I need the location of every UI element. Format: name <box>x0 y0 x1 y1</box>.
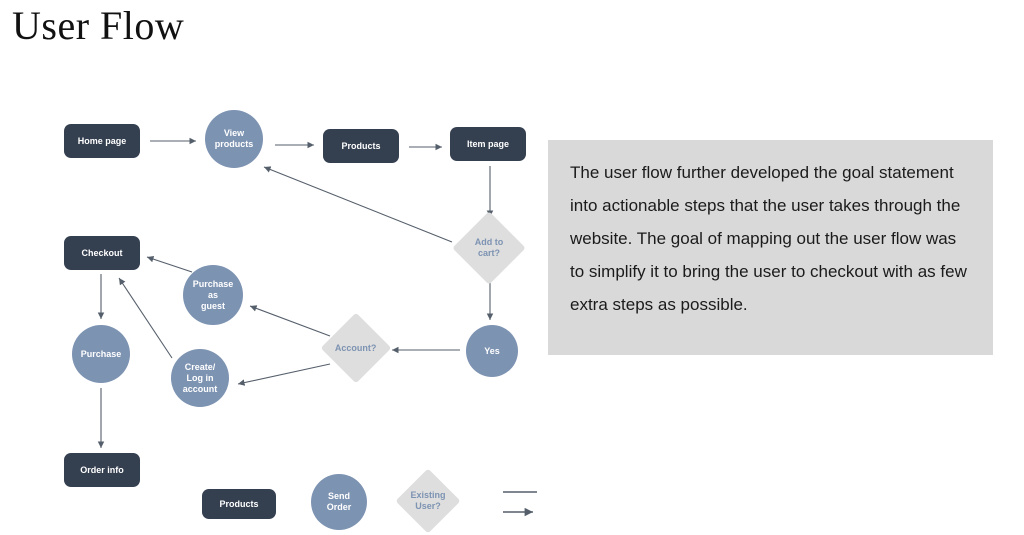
node-yes-label: Yes <box>484 345 500 356</box>
node-products-label: Products <box>341 140 381 151</box>
legend-node-send-order-label: Send Order <box>326 491 352 512</box>
node-account-label: Account? <box>335 342 377 353</box>
node-purchase[interactable]: Purchase <box>72 325 130 383</box>
node-item-page[interactable]: Item page <box>450 127 526 161</box>
node-add-to-cart-label: Add to cart? <box>474 237 504 258</box>
node-home-page-label: Home page <box>77 135 127 146</box>
node-checkout-label: Checkout <box>81 247 123 258</box>
page-title: User Flow <box>12 3 185 48</box>
connector-guest-to-checkout <box>146 255 193 273</box>
node-products[interactable]: Products <box>323 129 399 163</box>
node-home-page[interactable]: Home page <box>64 124 140 158</box>
connector-account-to-guest <box>249 305 331 337</box>
description-text: The user flow further developed the goal… <box>570 163 967 314</box>
legend-node-products[interactable]: Products <box>202 489 276 519</box>
connector-account-to-create <box>237 363 331 386</box>
node-item-page-label: Item page <box>466 138 509 149</box>
node-yes[interactable]: Yes <box>466 325 518 377</box>
connector-addtocart-to-view <box>263 166 453 243</box>
connector-create-to-checkout <box>118 277 173 359</box>
description-panel: The user flow further developed the goal… <box>548 140 993 355</box>
legend-node-send-order[interactable]: Send Order <box>311 474 367 530</box>
node-purchase-label: Purchase <box>80 348 122 359</box>
legend-node-products-label: Products <box>219 498 259 509</box>
node-order-info[interactable]: Order info <box>64 453 140 487</box>
node-checkout[interactable]: Checkout <box>64 236 140 270</box>
node-order-info-label: Order info <box>80 464 124 475</box>
